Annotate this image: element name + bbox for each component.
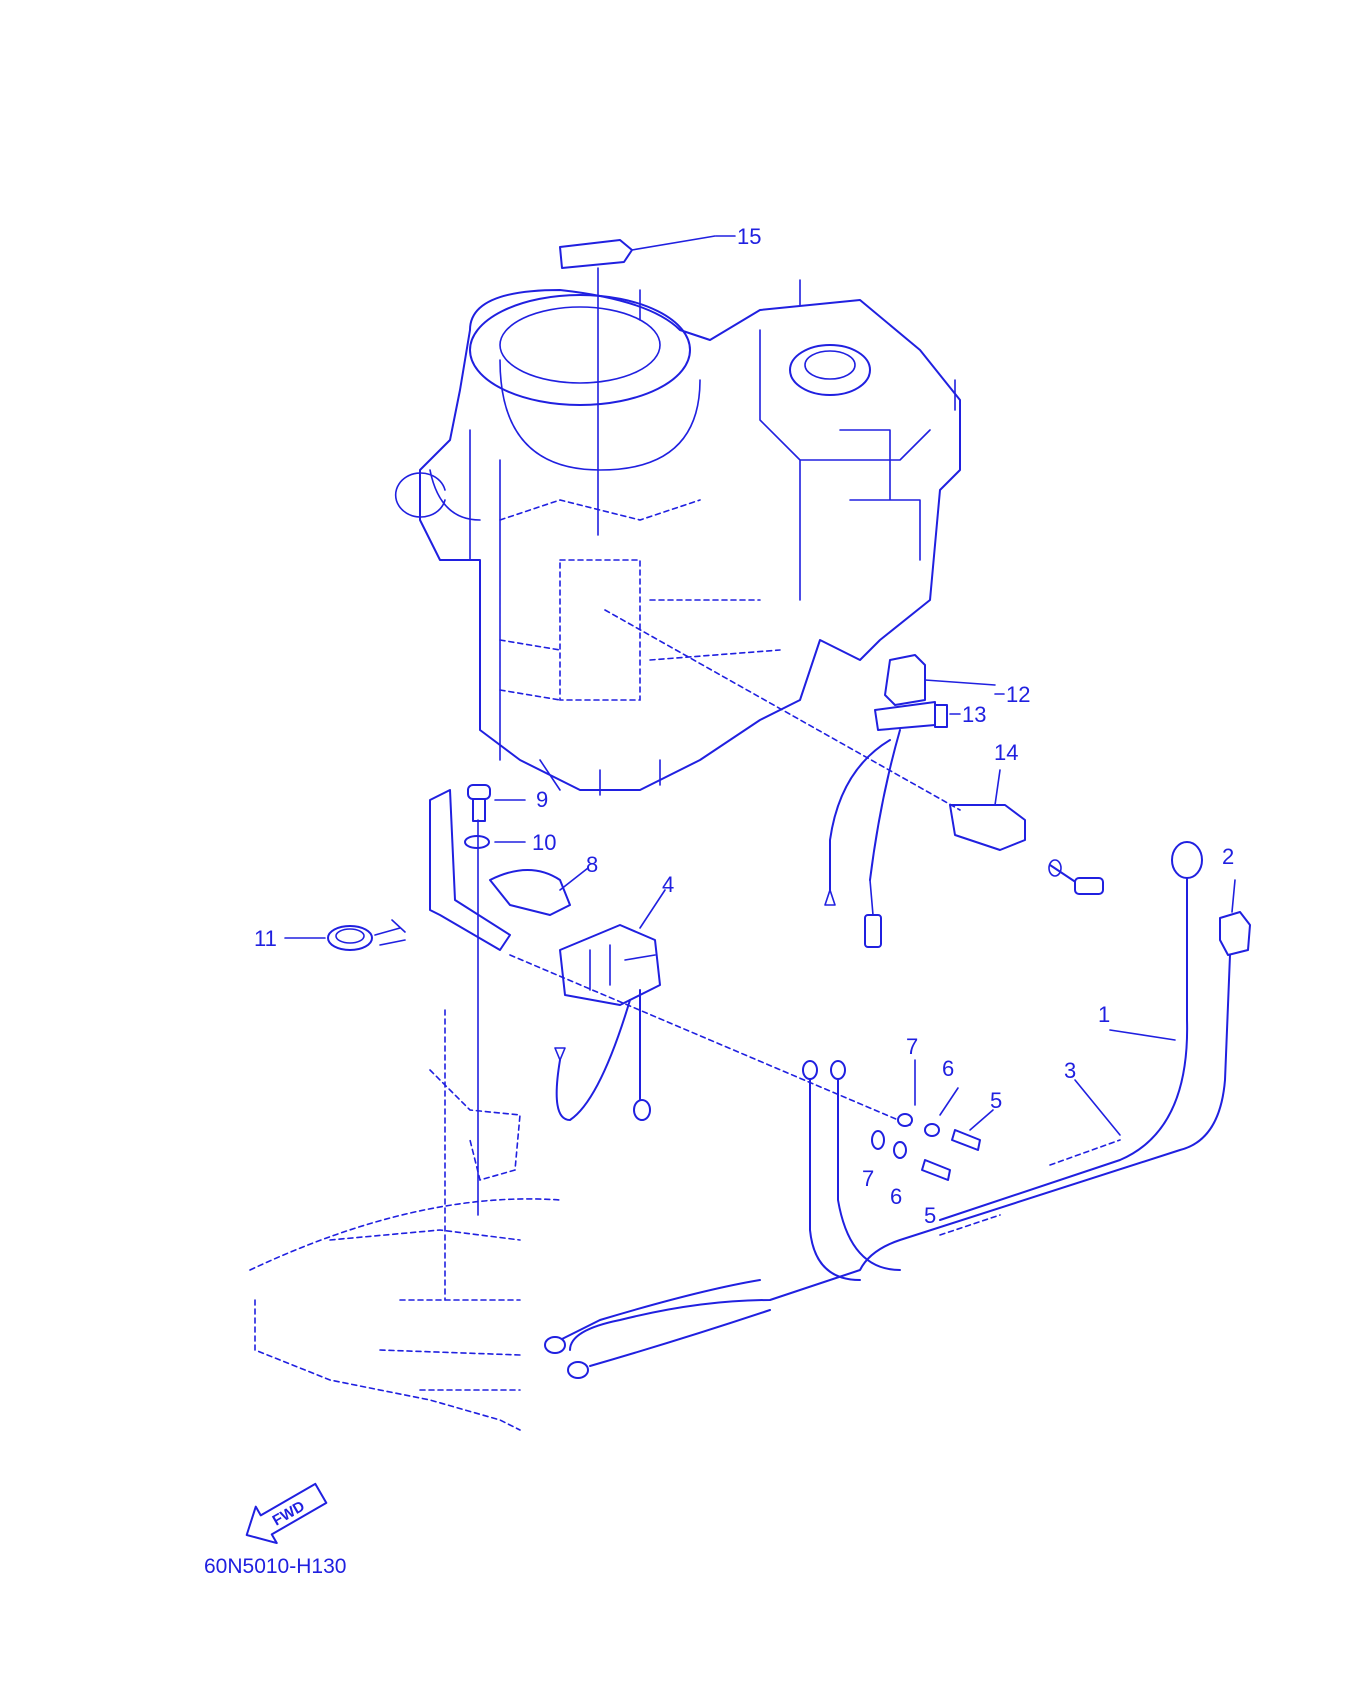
callout-labels: 1 2 3 4 5 6 7 8 9 10 11 12 13 14 15 5 6 …	[254, 224, 1234, 1228]
callout-5b: 5	[924, 1203, 936, 1228]
part-15-connector	[559, 235, 716, 536]
callout-15: 15	[737, 224, 761, 249]
callout-6a: 6	[942, 1056, 954, 1081]
callout-12: 12	[1006, 682, 1030, 707]
callout-2: 2	[1222, 844, 1234, 869]
relay-wiring	[604, 609, 961, 948]
battery-cables	[544, 841, 1251, 1379]
part-10-washer	[464, 835, 526, 849]
part-4-rectifier	[509, 889, 911, 1126]
callout-5a: 5	[990, 1088, 1002, 1113]
callout-7b: 7	[862, 1166, 874, 1191]
drawing-code: 60N5010-H130	[204, 1555, 346, 1578]
callout-1: 1	[1098, 1002, 1110, 1027]
engine-block	[394, 279, 961, 796]
callout-14: 14	[994, 740, 1018, 765]
fwd-arrow: FWD	[245, 1482, 328, 1545]
mounting-plate	[429, 789, 511, 1301]
part-9-bolt	[467, 784, 526, 822]
parts-5-6-7-hardware	[871, 1059, 994, 1181]
callout-3: 3	[1064, 1058, 1076, 1083]
lower-casing	[249, 1069, 561, 1431]
part-14-bracket	[949, 769, 1104, 895]
callout-4: 4	[662, 872, 674, 897]
part-8-clamp	[489, 867, 589, 916]
callout-9: 9	[536, 787, 548, 812]
callout-13: 13	[962, 702, 986, 727]
callout-10: 10	[532, 830, 556, 855]
callout-6b: 6	[890, 1184, 902, 1209]
callout-7a: 7	[906, 1034, 918, 1059]
part-13-fuse	[934, 704, 961, 728]
callout-8: 8	[586, 852, 598, 877]
part-11-ring	[284, 919, 406, 951]
callout-11: 11	[254, 926, 277, 951]
